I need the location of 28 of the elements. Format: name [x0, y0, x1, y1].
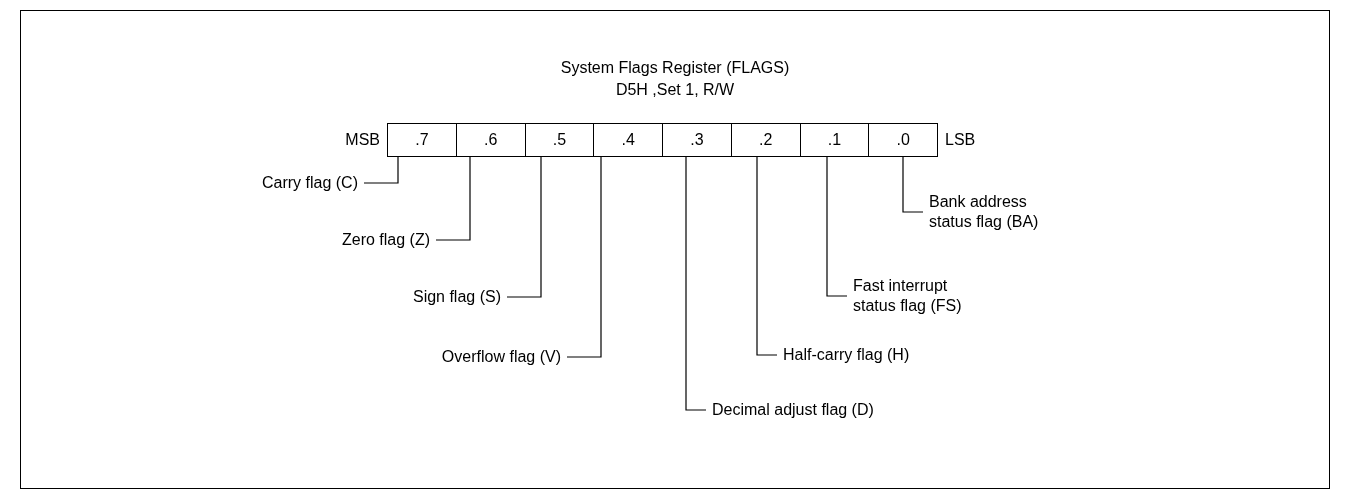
bit-cell: .1 [799, 123, 870, 157]
bit-cell: .3 [662, 123, 732, 157]
leader-line [756, 156, 778, 356]
leader-line [566, 156, 602, 358]
leader-line [902, 156, 924, 213]
flag-label: Overflow flag (V) [391, 347, 561, 367]
bit-cell: .0 [868, 123, 938, 157]
bit-cell: .2 [730, 123, 801, 157]
bit-cell: .7 [387, 123, 457, 157]
lsb-label: LSB [945, 130, 977, 150]
flag-label: Half-carry flag (H) [783, 345, 963, 365]
flag-label: Bank address status flag (BA) [929, 192, 1049, 232]
bit-cell: .6 [455, 123, 526, 157]
bit-cell: .4 [593, 123, 663, 157]
leader-line [826, 156, 848, 297]
flag-label: Fast interrupt status flag (FS) [853, 276, 978, 316]
flag-label: Zero flag (Z) [280, 230, 430, 250]
flag-label: Sign flag (S) [351, 287, 501, 307]
bit-cell: .5 [524, 123, 595, 157]
leader-line [506, 156, 542, 298]
leader-line [435, 156, 471, 241]
register-title: System Flags Register (FLAGS) [559, 58, 791, 78]
flag-label: Decimal adjust flag (D) [712, 400, 932, 420]
leader-line [685, 156, 707, 411]
msb-label: MSB [344, 130, 380, 150]
register-address: D5H ,Set 1, R/W [614, 80, 736, 100]
leader-line [363, 156, 399, 184]
flag-label: Carry flag (C) [208, 173, 358, 193]
